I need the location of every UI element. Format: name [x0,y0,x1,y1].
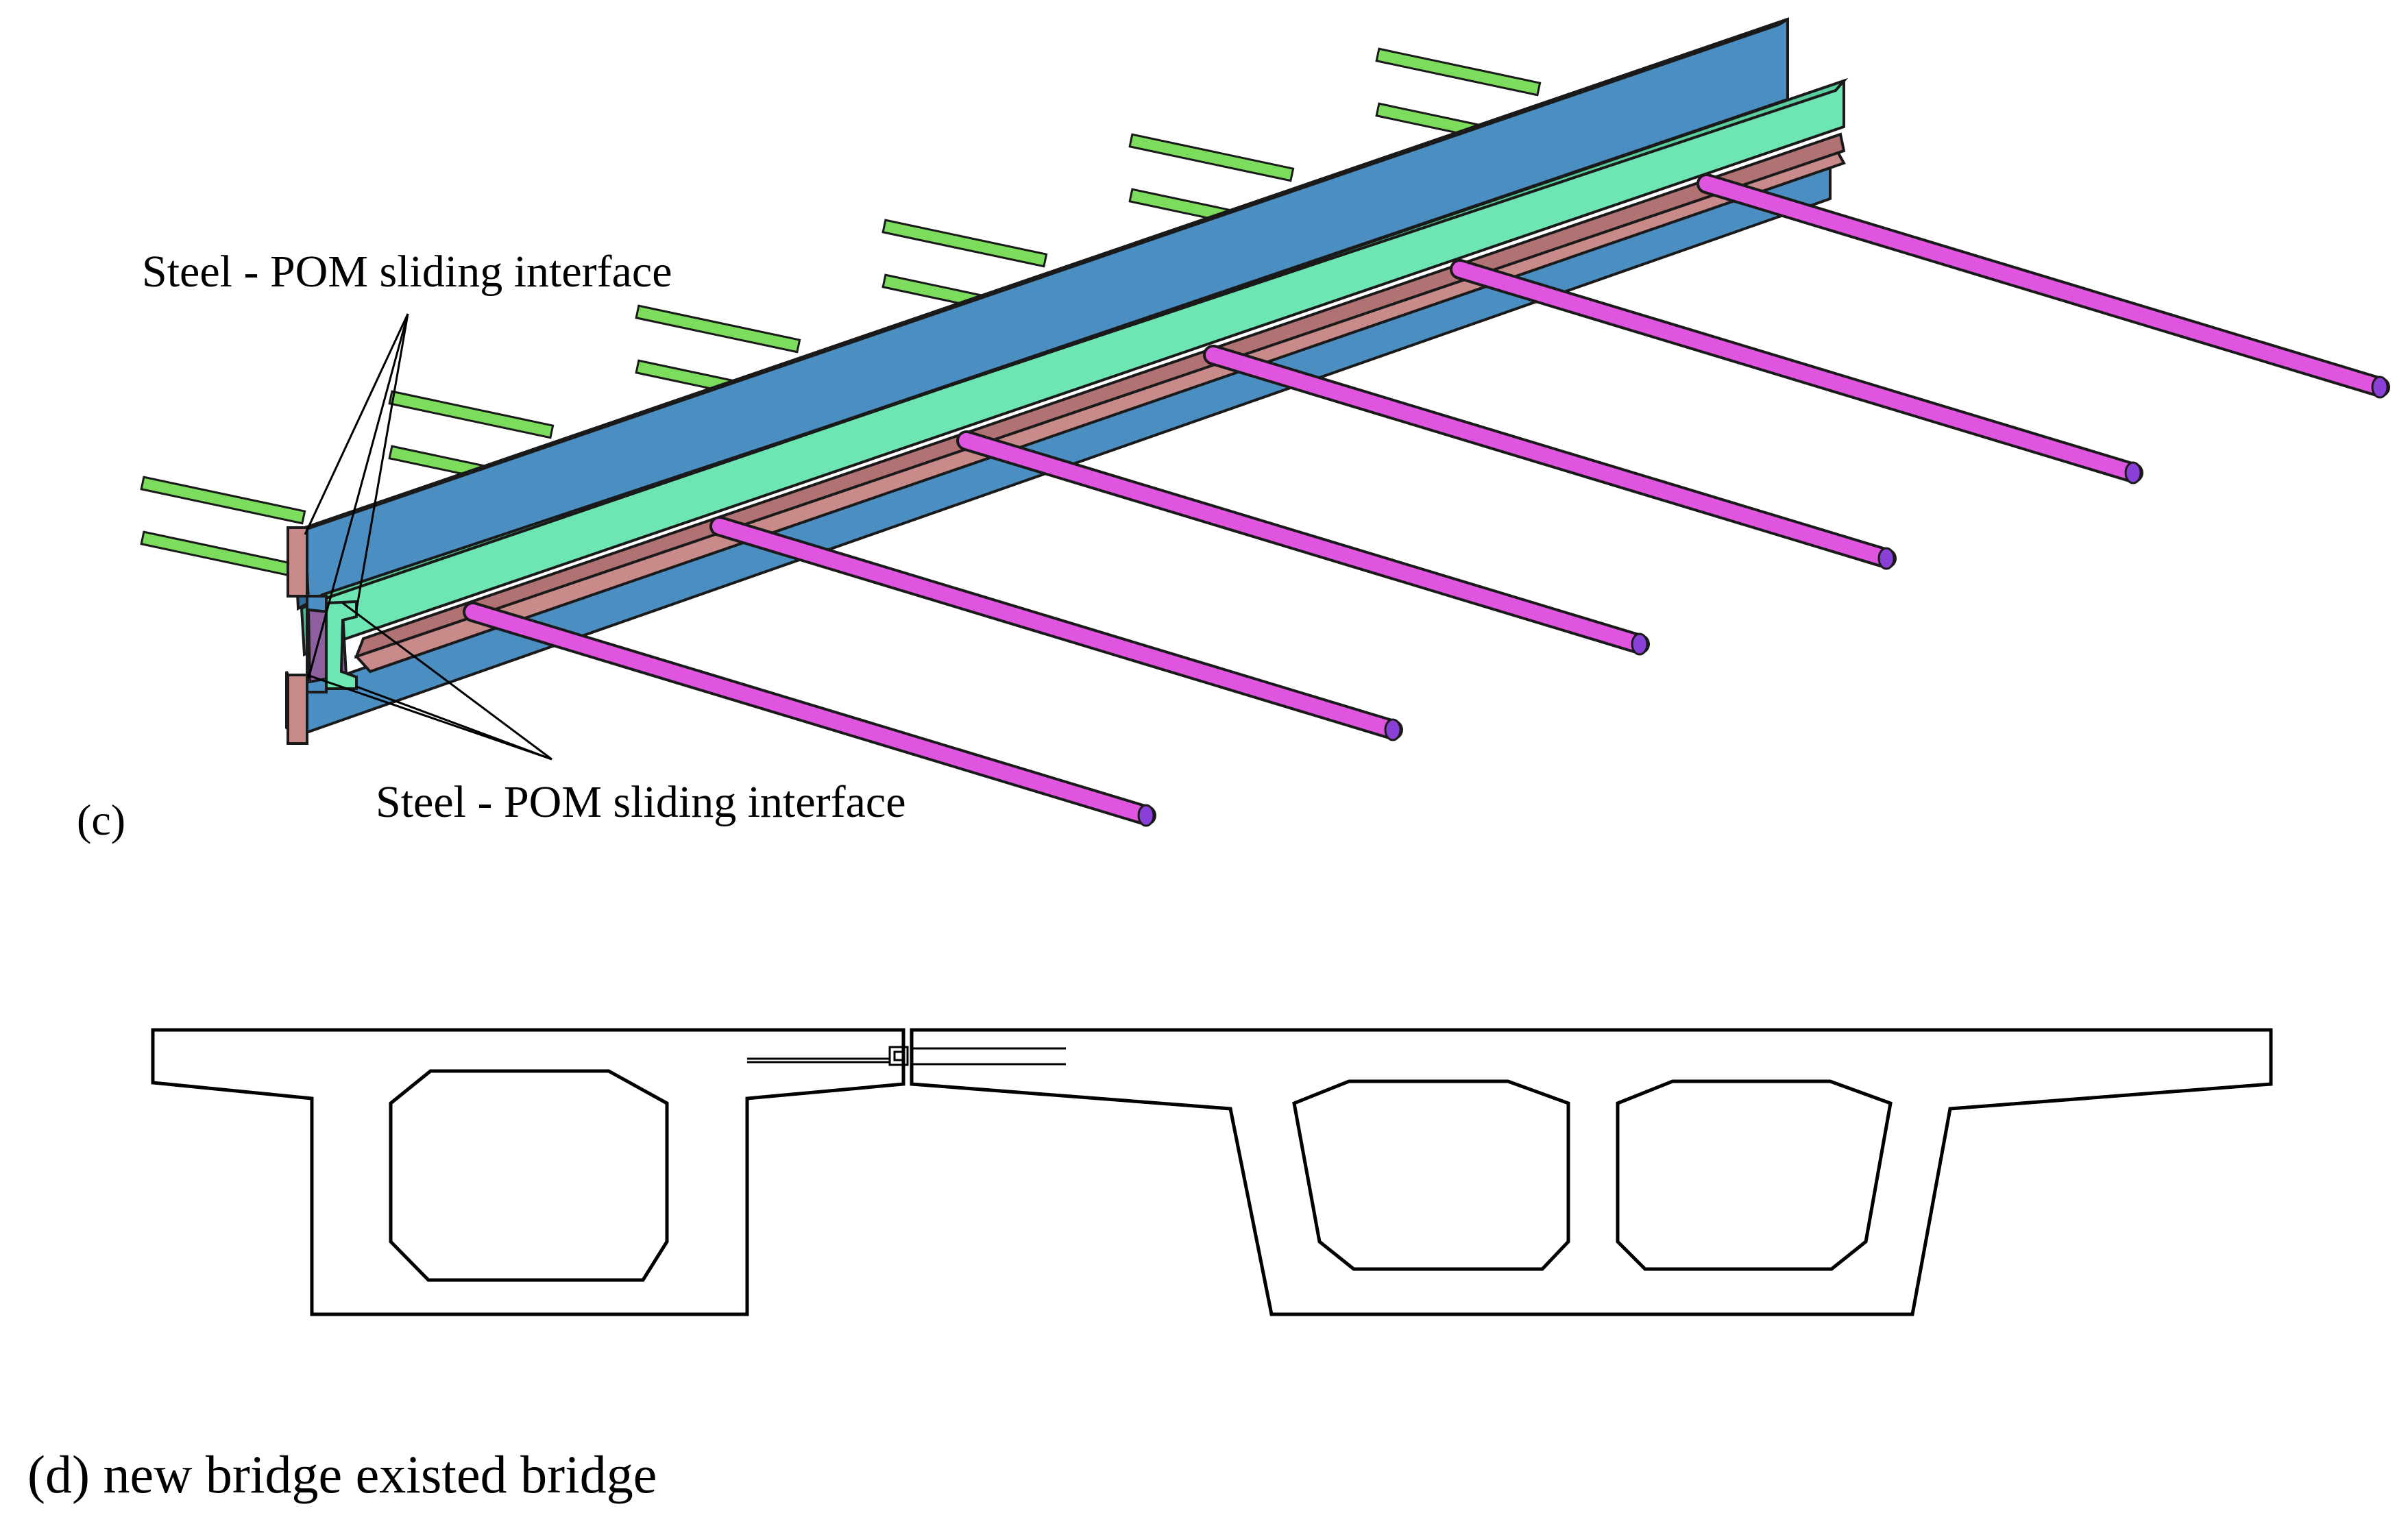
callout-leaders [304,313,552,761]
panel-c-3d-joint-model: Steel - POM sliding interface Steel - PO… [77,17,2390,844]
existed-bridge-cell-right [1616,1079,1893,1271]
callout-top-label: Steel - POM sliding interface [142,247,672,297]
bottom-callout-leader [306,602,552,761]
tie-rod [1450,259,2143,484]
panel-d-caption: (d) new bridge existed bridge [27,1444,657,1504]
existed-bridge-outline [910,1028,2273,1316]
tie-rods-magenta [463,173,2390,827]
anchor-bar [140,476,306,525]
pom-green-layer [300,77,1849,657]
tie-rod [1696,173,2390,399]
anchor-bar [881,219,1048,268]
tie-rod [463,602,1156,827]
anchor-bar [1128,133,1295,182]
existed-bridge-cell-left [1292,1079,1570,1271]
panel-c-label: (c) [77,796,125,844]
joint-end-face [287,526,358,745]
anchor-bar [635,304,801,354]
callout-bottom-label: Steel - POM sliding interface [376,777,906,827]
joint-connector-icon [747,1030,1066,1084]
tie-rod [956,430,1650,656]
anchor-bar [388,390,555,439]
steel-web [293,17,1789,611]
panel-d-cross-section [151,1028,2273,1316]
new-bridge-cell [389,1069,669,1282]
tie-rod [709,516,1403,741]
tie-rod [1203,345,1897,570]
pom-interface-strip [354,132,1846,674]
anchor-bar [1375,47,1542,97]
anchor-bar [140,530,306,580]
top-callout-leader [304,313,409,679]
